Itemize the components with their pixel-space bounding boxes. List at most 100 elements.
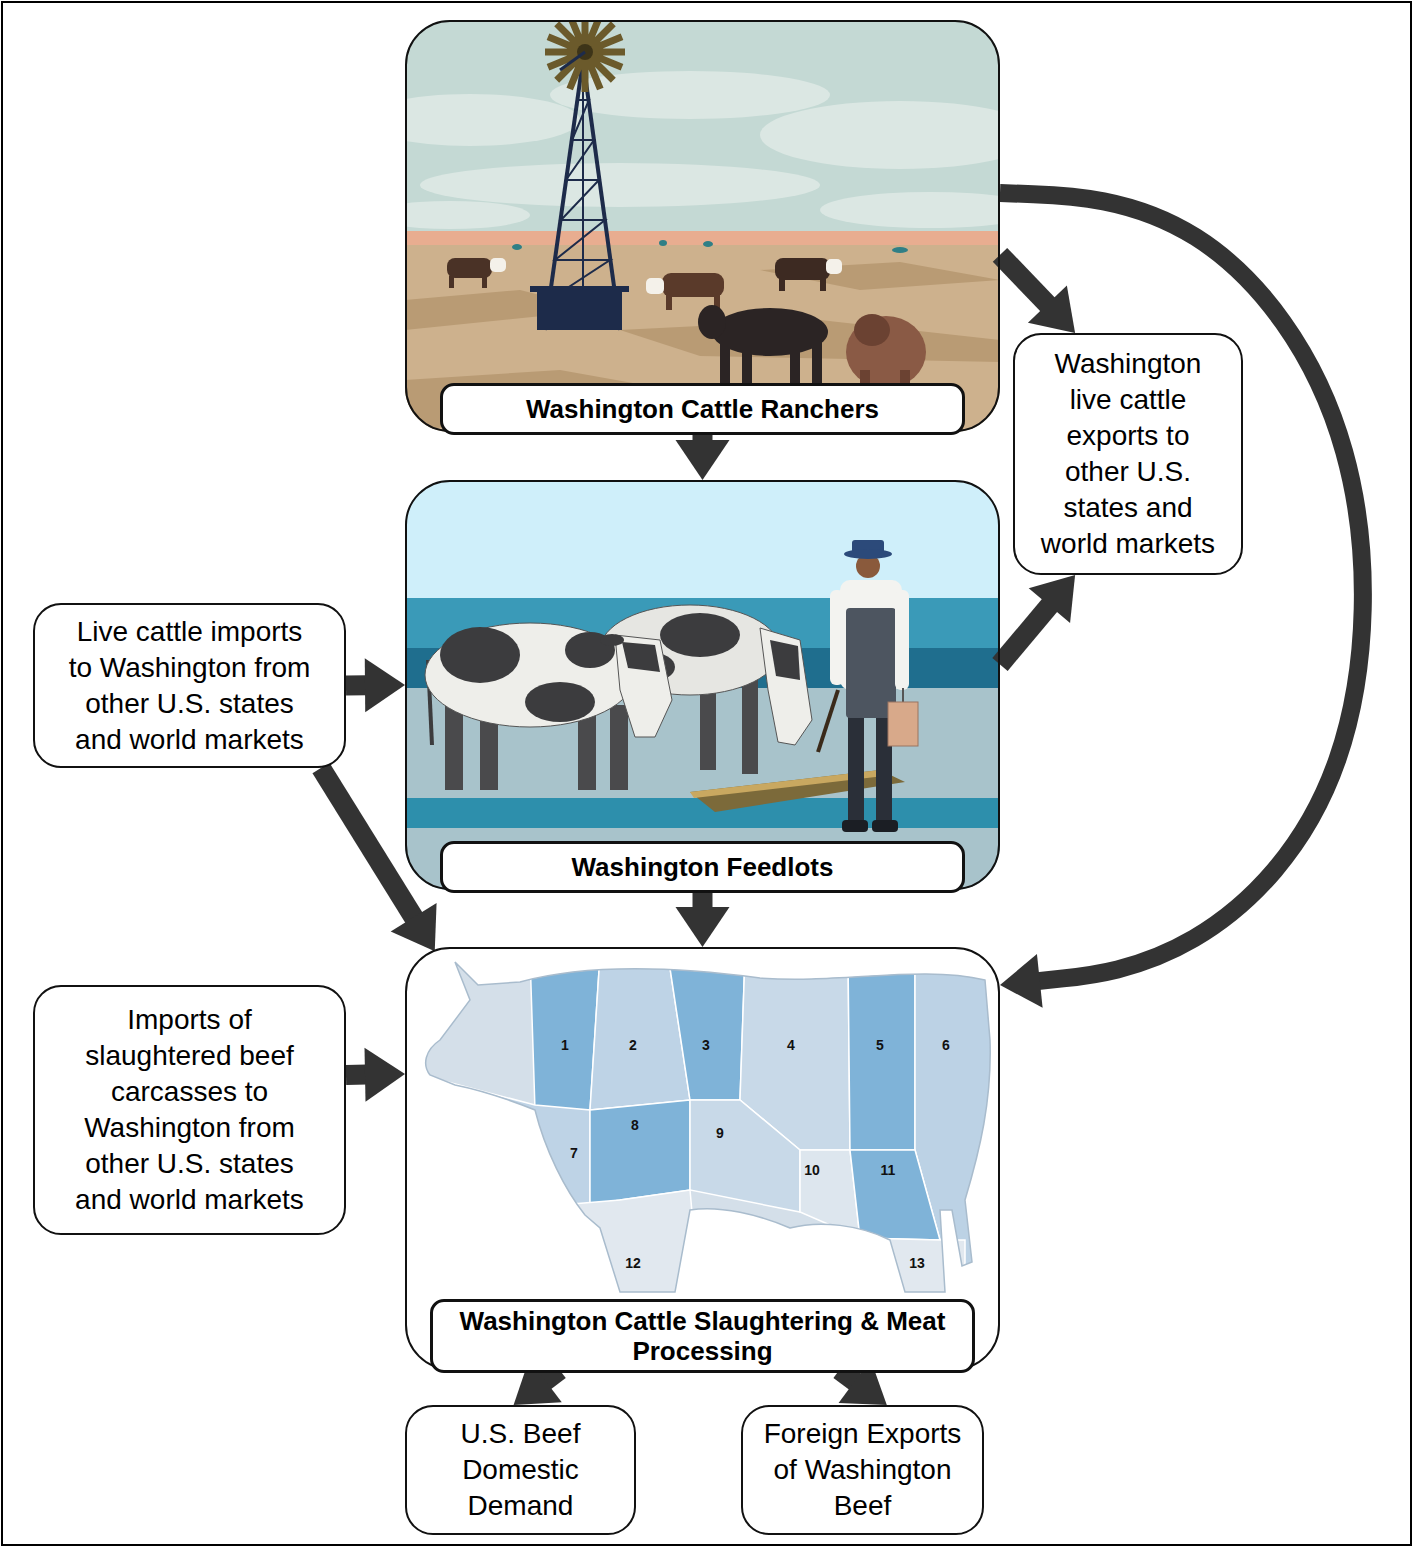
flow-arrow [346, 658, 405, 712]
water-tank [530, 286, 629, 330]
callout-number: 2 [629, 1037, 637, 1053]
callout-number: 6 [942, 1037, 950, 1053]
arrowhead [676, 440, 730, 480]
cattle [779, 278, 785, 291]
callout-holder: 6 [942, 1036, 950, 1054]
callout-holder: 11 [881, 1161, 896, 1179]
import-box: Live cattle imports to Washington from o… [33, 603, 346, 768]
beef-cut-region [850, 1150, 940, 1240]
flow-arrow-shaft [346, 1065, 367, 1085]
cloud [820, 192, 1000, 228]
flow-arrow [676, 890, 730, 947]
arrowhead [1029, 575, 1075, 623]
feedlot-scene [405, 480, 1000, 890]
windmill-tower [549, 100, 616, 300]
callout-holder: 3 [702, 1036, 710, 1054]
callout-number: 11 [881, 1162, 896, 1178]
callout-holder: 8 [631, 1116, 639, 1134]
feedlot-panel: Washington Feedlots [405, 480, 1000, 890]
cattle [820, 278, 826, 291]
callout-number: 1 [561, 1037, 569, 1053]
beef-cut-region [860, 1238, 965, 1300]
cattle [449, 276, 454, 288]
holstein-back [600, 605, 812, 774]
beef-cut-region [668, 955, 745, 1100]
ranch-scene [405, 245, 1000, 432]
arrowhead [1000, 954, 1043, 1008]
distant-shrub [512, 244, 522, 250]
cattle [666, 295, 672, 310]
water-tank [537, 290, 622, 330]
feed-trough [690, 770, 905, 812]
callout-holder: 10 [804, 1161, 820, 1179]
callout-number: 9 [716, 1125, 724, 1141]
cloud [760, 101, 1000, 169]
cattle [482, 276, 487, 288]
farmer [818, 690, 838, 752]
farmer [818, 540, 918, 832]
cattle [812, 340, 822, 388]
panel-title: Washington Cattle Ranchers [440, 383, 965, 435]
callout-number: 4 [787, 1037, 795, 1053]
cattle [490, 258, 506, 272]
flow-arrow-shaft [321, 768, 415, 919]
cattle [826, 259, 842, 274]
farmer [888, 702, 918, 746]
ranch-scene [405, 231, 1000, 245]
box-text: Foreign Exports of Washington Beef [755, 1416, 970, 1524]
holstein-front [425, 623, 672, 790]
ranch-panel: Washington Cattle Ranchers [405, 20, 1000, 432]
box-text: Imports of slaughtered beef carcasses to… [65, 1002, 315, 1218]
flow-arrow [1000, 575, 1075, 665]
callout-holder: 7 [570, 1144, 578, 1162]
beef-cuts-chart [426, 962, 991, 1292]
flow-arrow [1000, 255, 1075, 333]
holstein-front [525, 682, 595, 722]
cloud [405, 71, 1000, 229]
cattle [662, 273, 724, 297]
farmer [842, 820, 868, 832]
holstein-back [660, 613, 740, 657]
cattle [720, 340, 730, 388]
cloud [420, 163, 820, 207]
beef-cut-region [560, 1190, 700, 1300]
cattle [790, 344, 800, 388]
cattle [447, 258, 492, 278]
cattle [698, 305, 726, 339]
holstein-front [622, 642, 660, 672]
farmer [848, 700, 864, 825]
holstein-back [770, 640, 800, 680]
callout-holder: 9 [716, 1124, 724, 1142]
arrowhead [676, 907, 730, 947]
callout-holder: 13 [909, 1254, 925, 1272]
distant-shrub [892, 247, 908, 253]
distant-shrub [659, 240, 667, 246]
feed-trough [690, 770, 905, 812]
holstein-front [425, 623, 635, 727]
farmer [830, 590, 844, 685]
processing-panel: Washington Cattle Slaughtering & Meat Pr… [405, 947, 1000, 1370]
callout-holder: 2 [629, 1036, 637, 1054]
callout-number: 8 [631, 1117, 639, 1133]
holstein-front [610, 705, 628, 790]
holstein-back [742, 678, 758, 774]
arrowhead [391, 903, 437, 951]
box-text: Washington live cattle exports to other … [1036, 346, 1221, 562]
export-box: Foreign Exports of Washington Beef [741, 1405, 984, 1535]
windmill-wheel [560, 52, 585, 70]
import-box: Imports of slaughtered beef carcasses to… [33, 985, 346, 1235]
beef-cuts-chart [426, 955, 1000, 1300]
cattle [854, 314, 890, 346]
water-tank [530, 286, 629, 292]
farmer [872, 820, 898, 832]
callout-number: 7 [570, 1145, 578, 1161]
feedlot-scene [405, 798, 1000, 828]
flow-arrow [676, 432, 730, 480]
beef-cut-region [440, 955, 1000, 1300]
beef-cut-region [848, 955, 915, 1150]
flow-arrow [346, 1048, 405, 1102]
beef-cut-region [530, 955, 600, 1110]
farmer [895, 590, 909, 690]
callout-number: 10 [804, 1162, 820, 1178]
beef-cut-region [590, 1100, 690, 1205]
